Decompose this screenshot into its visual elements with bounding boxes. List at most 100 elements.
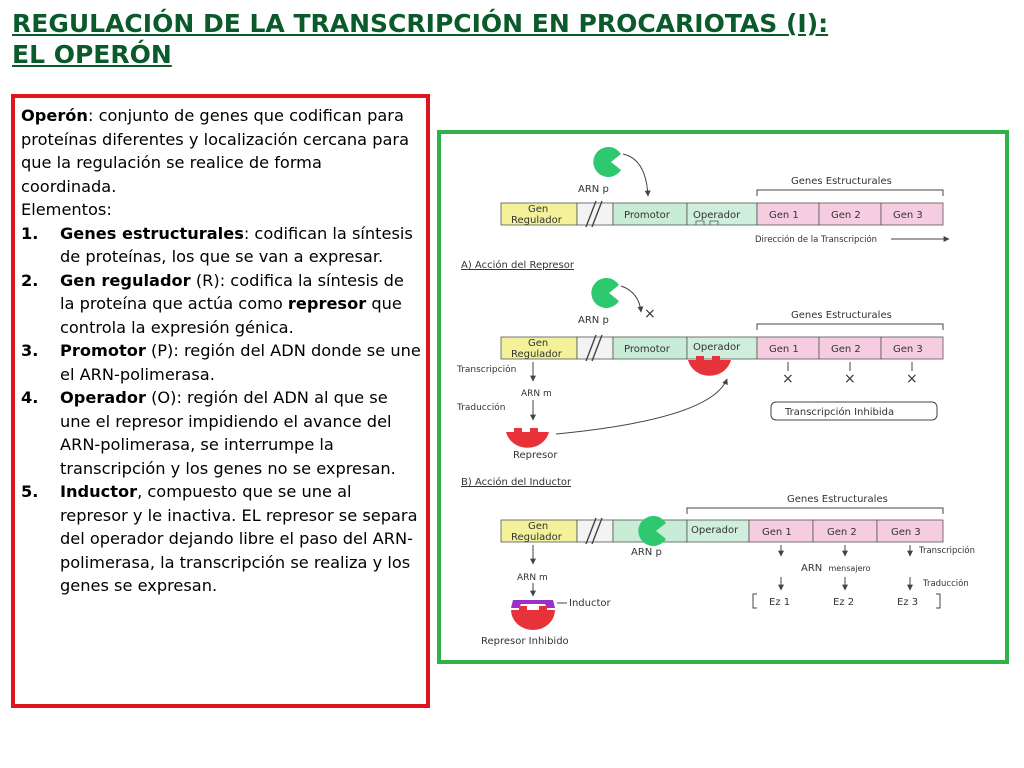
gene1-x-mark: × (782, 371, 794, 387)
genes-bracket-b (686, 507, 944, 514)
represor-inhibido-label: Represor Inhibido (481, 636, 569, 647)
promotor-label-a: Promotor (624, 344, 671, 355)
operador-label-b: Operador (691, 525, 739, 536)
represor-label: Represor (513, 450, 558, 461)
arn-polymerase-shape-b (638, 516, 666, 546)
blocked-x-mark: × (644, 306, 656, 322)
repressor-free (506, 428, 549, 448)
arn-mensajero-1: ARN (801, 563, 822, 574)
page-title: REGULACIÓN DE LA TRANSCRIPCIÓN EN PROCAR… (12, 8, 1012, 70)
element-text: (R): codifica la síntesis de la proteína… (60, 270, 404, 314)
repressor-path-arrow (555, 378, 728, 435)
element-item: 2. Gen regulador (R): codifica la síntesi… (21, 269, 421, 340)
element-text: que controla la expresión génica. (60, 294, 402, 337)
dna-strip-top (500, 200, 944, 228)
title-line-1: REGULACIÓN DE LA TRANSCRIPCIÓN EN PROCAR… (12, 9, 829, 38)
arn-p-label-a: ARN p (578, 315, 609, 326)
operon-diagram-frame: ARN p Genes Estructurales Gen Regulador … (437, 130, 1009, 664)
genes-bracket (756, 189, 944, 196)
element-item: 1. Genes estructurales: codifican la sínt… (21, 222, 421, 269)
element-term: Operador (60, 388, 146, 407)
element-text: : codifican la síntesis de proteínas, lo… (60, 223, 413, 267)
operon-term: Operón (21, 106, 88, 125)
section-b-heading: B) Acción del Inductor (461, 476, 572, 488)
genes-estructurales-label-b: Genes Estructurales (787, 494, 888, 505)
gen2-label-a: Gen 2 (831, 344, 861, 355)
section-a-heading: A) Acción del Represor (461, 259, 575, 271)
element-item: 3. Promotor (P): región del ADN donde se … (21, 339, 421, 386)
promotor-label: Promotor (624, 210, 671, 221)
genes-bracket-a (756, 323, 944, 330)
elements-list: 1. Genes estructurales: codifican la sínt… (21, 222, 421, 598)
arn-m-label-a: ARN m (521, 389, 552, 399)
gen3-label-a: Gen 3 (893, 344, 923, 355)
genes-estructurales-label-a: Genes Estructurales (791, 310, 892, 321)
element-text: , compuesto que se une al represor y le … (60, 482, 418, 595)
gen2-label-b: Gen 2 (827, 527, 857, 538)
element-term: Promotor (60, 341, 146, 360)
traduccion-label-b: Traducción (922, 578, 969, 589)
ez2-label: Ez 2 (833, 597, 854, 608)
element-number: 5. (21, 482, 39, 501)
dna-strip-b (500, 517, 944, 545)
dna-strip-a (500, 334, 944, 362)
gen-regulador-a-2: Regulador (511, 349, 563, 360)
operon-definition-text: : conjunto de genes que codifican para p… (21, 106, 410, 196)
definition-panel: Operón: conjunto de genes que codifican … (11, 94, 430, 708)
enzymes-bracket (752, 593, 941, 609)
transcripcion-label-b: Transcripción (918, 545, 975, 556)
arn-polymerase-shape (593, 147, 621, 177)
binding-arrow (622, 153, 651, 197)
operon-definition: Operón: conjunto de genes que codifican … (21, 104, 421, 198)
traduccion-label-a: Traducción (456, 402, 505, 413)
ez1-label: Ez 1 (769, 597, 790, 608)
elements-heading: Elementos: (21, 200, 112, 219)
arn-polymerase-shape-a (591, 278, 619, 308)
element-number: 3. (21, 341, 39, 360)
element-number: 2. (21, 270, 39, 290)
genes-estructurales-label: Genes Estructurales (791, 176, 892, 187)
blocked-binding-arrow (620, 285, 644, 313)
gene2-x-mark: × (844, 371, 856, 387)
gen-regulador-top-1: Gen (528, 204, 548, 215)
transcripcion-inhibida-box (770, 401, 938, 421)
arn-mensajero-2: mensajero (828, 564, 870, 573)
arn-p-label-b: ARN p (631, 547, 662, 558)
element-term: represor (287, 294, 367, 313)
direccion-label: Dirección de la Transcripción (755, 234, 877, 245)
element-item: 4. Operador (O): región del ADN al que se… (21, 386, 421, 480)
gen1-label-b: Gen 1 (762, 527, 792, 538)
arn-mensajero-label: ARN mensajero (801, 563, 871, 574)
ez3-label: Ez 3 (897, 597, 918, 608)
gen2-label: Gen 2 (831, 210, 861, 221)
title-line-2: EL OPERÓN (12, 40, 172, 69)
gen-regulador-top-2: Regulador (511, 215, 563, 226)
operador-label: Operador (693, 210, 741, 221)
arn-m-label-b: ARN m (517, 573, 548, 583)
element-item: 5. Inductor, compuesto que se une al repr… (21, 480, 421, 598)
repressor-bound (688, 356, 731, 376)
element-term: Gen regulador (60, 270, 191, 290)
gen3-label: Gen 3 (893, 210, 923, 221)
operador-label-a: Operador (693, 342, 741, 353)
transcripcion-inhibida-label: Transcripción Inhibida (784, 406, 894, 418)
inductor-label: Inductor (569, 598, 612, 609)
inducer-shape (511, 600, 555, 608)
element-term: Genes estructurales (60, 223, 244, 243)
arn-p-label: ARN p (578, 184, 609, 195)
gen3-label-b: Gen 3 (891, 527, 921, 538)
gen-regulador-b-1: Gen (528, 521, 548, 532)
element-number: 1. (21, 223, 39, 243)
element-number: 4. (21, 388, 39, 407)
element-term: Inductor (60, 482, 138, 501)
gen1-label-a: Gen 1 (769, 344, 799, 355)
repressor-inhibited (511, 606, 555, 630)
gene3-x-mark: × (906, 371, 918, 387)
gen-regulador-b-2: Regulador (511, 532, 563, 543)
element-text: (O): región del ADN al que se une el rep… (60, 388, 396, 478)
operon-diagram: ARN p Genes Estructurales Gen Regulador … (456, 147, 975, 647)
element-text: (P): región del ADN donde se une el ARN-… (60, 341, 421, 384)
gen1-label: Gen 1 (769, 210, 799, 221)
gen-regulador-a-1: Gen (528, 338, 548, 349)
transcripcion-label-a: Transcripción (456, 364, 516, 375)
